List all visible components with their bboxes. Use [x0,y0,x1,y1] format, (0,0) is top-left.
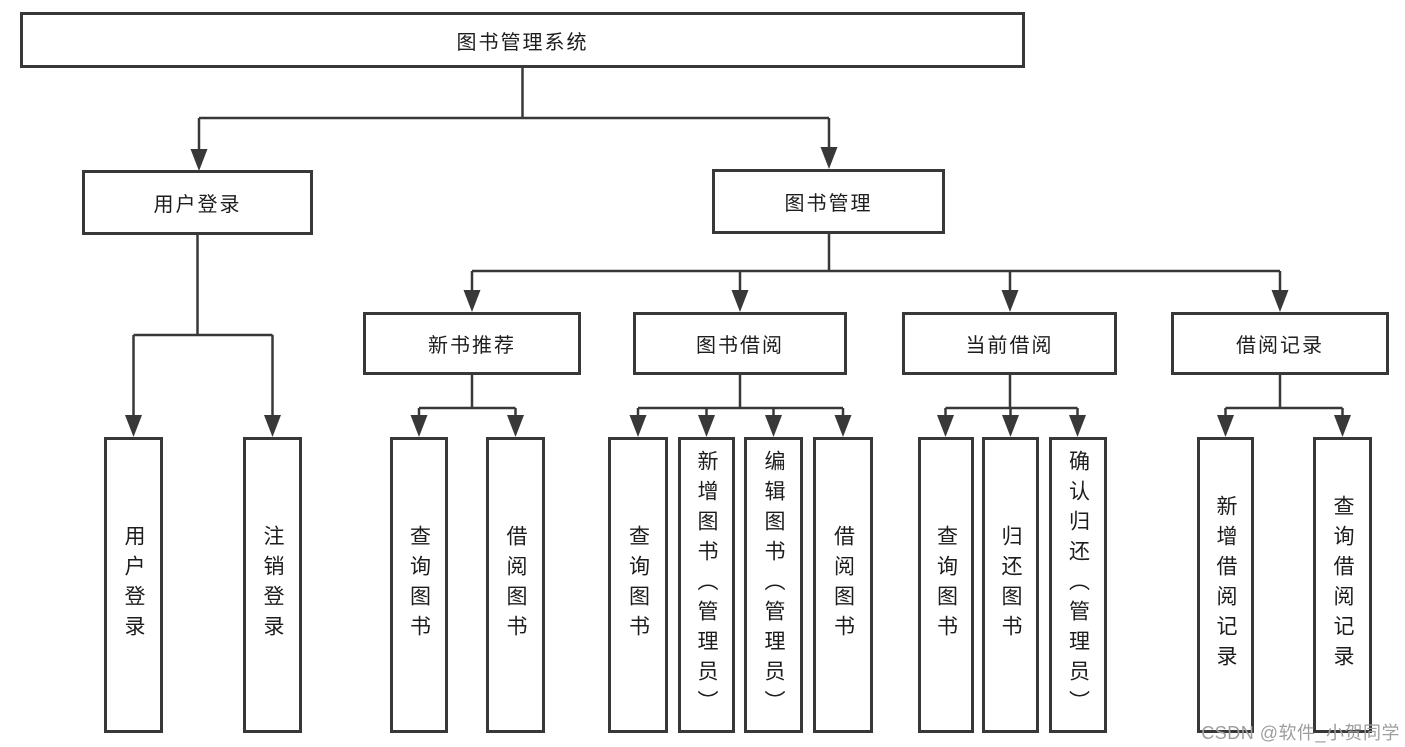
arrow-down-icon [264,415,281,437]
arrow-down-icon [937,415,954,437]
node-add-book-admin: 新增图书（管理员） [678,437,735,733]
arrow-down-icon [125,415,142,437]
arrow-down-icon [410,415,428,437]
arrow-down-icon [698,415,715,437]
node-label: 查询图书 [934,525,958,645]
node-user-login-leaf: 用户登录 [104,437,163,733]
node-label: 借阅图书 [504,525,527,645]
arrow-down-icon [820,147,838,169]
node-book-management-system: 图书管理系统 [20,12,1025,68]
node-label: 查询借阅记录 [1331,495,1354,675]
node-book-borrowing: 图书借阅 [633,312,847,375]
arrow-down-icon [834,415,852,437]
arrow-down-icon [1001,290,1019,312]
node-label: 借阅图书 [831,525,855,645]
arrow-down-icon [731,290,749,312]
arrow-down-icon [765,415,782,437]
node-current-borrowing: 当前借阅 [902,312,1117,375]
node-label: 注销登录 [261,525,284,645]
node-book-management: 图书管理 [712,169,945,234]
node-new-book-recommend: 新书推荐 [363,312,581,375]
node-borrowing-records: 借阅记录 [1171,312,1389,375]
arrow-down-icon [1069,415,1086,437]
node-user-login: 用户登录 [82,170,313,235]
node-label: 新增借阅记录 [1214,495,1237,675]
arrow-down-icon [1334,415,1351,437]
node-label: 新增图书（管理员） [695,450,718,720]
node-label: 图书管理系统 [456,31,589,54]
arrow-down-icon [1271,290,1289,312]
node-label: 查询图书 [626,525,650,645]
arrow-down-icon [1002,415,1019,437]
node-label: 归还图书 [999,525,1022,645]
node-label: 借阅记录 [1236,335,1324,357]
node-label: 确认归还（管理员） [1066,450,1090,720]
arrow-down-icon [463,290,481,312]
node-label: 编辑图书（管理员） [762,450,785,720]
node-query-books-current: 查询图书 [918,437,974,733]
node-label: 用户登录 [122,525,145,645]
node-query-borrow-record: 查询借阅记录 [1313,437,1372,733]
csdn-watermark: CSDN @软件_小贺同学 [1201,723,1400,743]
node-add-borrow-record: 新增借阅记录 [1197,437,1254,733]
node-label: 新书推荐 [428,335,516,357]
node-query-books-recommend: 查询图书 [390,437,448,733]
node-label: 查询图书 [407,525,431,645]
arrow-down-icon [629,415,647,437]
node-borrow-books-borrowing: 借阅图书 [813,437,873,733]
arrow-down-icon [1217,415,1234,437]
node-label: 当前借阅 [965,335,1054,357]
node-borrow-books-recommend: 借阅图书 [486,437,545,733]
node-confirm-return-admin: 确认归还（管理员） [1049,437,1107,733]
node-logout: 注销登录 [243,437,302,733]
node-return-book: 归还图书 [982,437,1039,733]
tree-edges [132,67,1344,417]
arrow-down-icon [507,415,524,437]
node-label: 图书借阅 [696,335,784,357]
node-label: 图书管理 [784,193,873,215]
node-edit-book-admin: 编辑图书（管理员） [744,437,803,733]
node-label: 用户登录 [153,194,242,216]
arrow-down-icon [190,149,208,171]
node-query-books-borrowing: 查询图书 [608,437,668,733]
